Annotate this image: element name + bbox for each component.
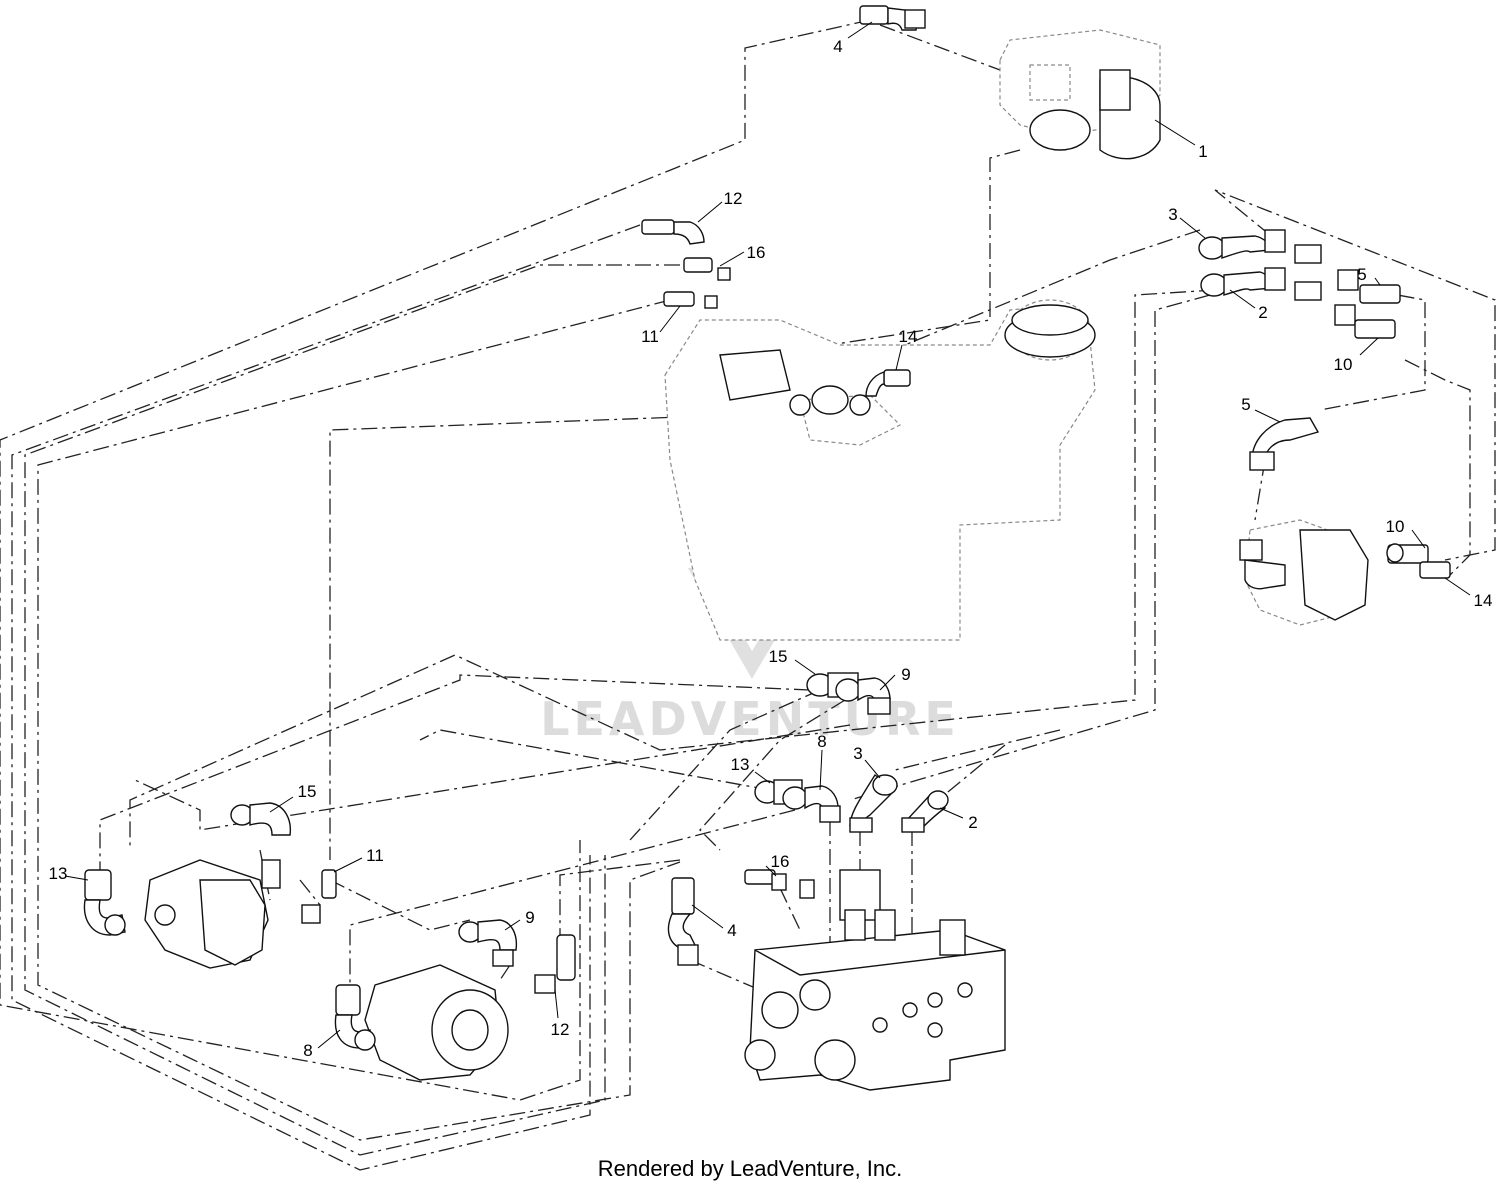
- callout-8-center: 8: [817, 732, 826, 751]
- callout-14-tank: 14: [899, 327, 918, 346]
- right-fittings: [1198, 229, 1401, 471]
- callout-13-center: 13: [731, 755, 750, 774]
- control-valve-manifold: [744, 869, 1006, 1091]
- callout-2-top: 2: [1258, 303, 1267, 322]
- callout-9-bottom: 9: [525, 908, 534, 927]
- callout-3-center: 3: [853, 744, 862, 763]
- callout-16-bottom: 16: [771, 852, 790, 871]
- center-fittings: [754, 672, 949, 833]
- callout-2-center: 2: [968, 813, 977, 832]
- callout-15-center: 15: [769, 647, 788, 666]
- tank-fittings: [641, 219, 911, 397]
- callout-12-top: 12: [724, 189, 743, 208]
- callout-15-left: 15: [298, 782, 317, 801]
- callout-12-bottom: 12: [551, 1020, 570, 1039]
- callout-11-left: 11: [366, 846, 384, 865]
- leader-lines: [64, 21, 1471, 1049]
- callout-13-left: 13: [49, 864, 68, 883]
- callout-3-top: 3: [1168, 205, 1177, 224]
- callout-16-top: 16: [747, 243, 766, 262]
- left-pump: [83, 802, 337, 969]
- hose-routing: [0, 19, 1496, 1171]
- callout-10-top: 10: [1334, 355, 1353, 374]
- hydraulic-tank: [664, 299, 1096, 641]
- top-fitting: [859, 5, 926, 31]
- footer-caption: Rendered by LeadVenture, Inc.: [597, 1156, 903, 1181]
- steering-control-unit: [999, 29, 1161, 160]
- callout-4-top: 4: [833, 37, 842, 56]
- right-pump: [1239, 519, 1451, 626]
- watermark-text: LEADVENTURE: [540, 692, 960, 746]
- lower-fittings: [667, 869, 815, 966]
- callout-9-center: 9: [901, 665, 910, 684]
- callout-11-top: 11: [641, 327, 659, 346]
- bottom-pump: [334, 919, 576, 1081]
- callout-1: 1: [1198, 142, 1207, 161]
- callout-14-pump: 14: [1474, 591, 1493, 610]
- callout-10-pump: 10: [1386, 517, 1405, 536]
- callout-4-bottom: 4: [727, 921, 736, 940]
- callout-8-bottom: 8: [303, 1041, 312, 1060]
- callout-labels: 4 1 12 16 11 14 3 2 5 10 5 10 14 15 9 13…: [49, 37, 1493, 1060]
- callout-5-top: 5: [1357, 265, 1366, 284]
- callout-5-mid: 5: [1241, 395, 1250, 414]
